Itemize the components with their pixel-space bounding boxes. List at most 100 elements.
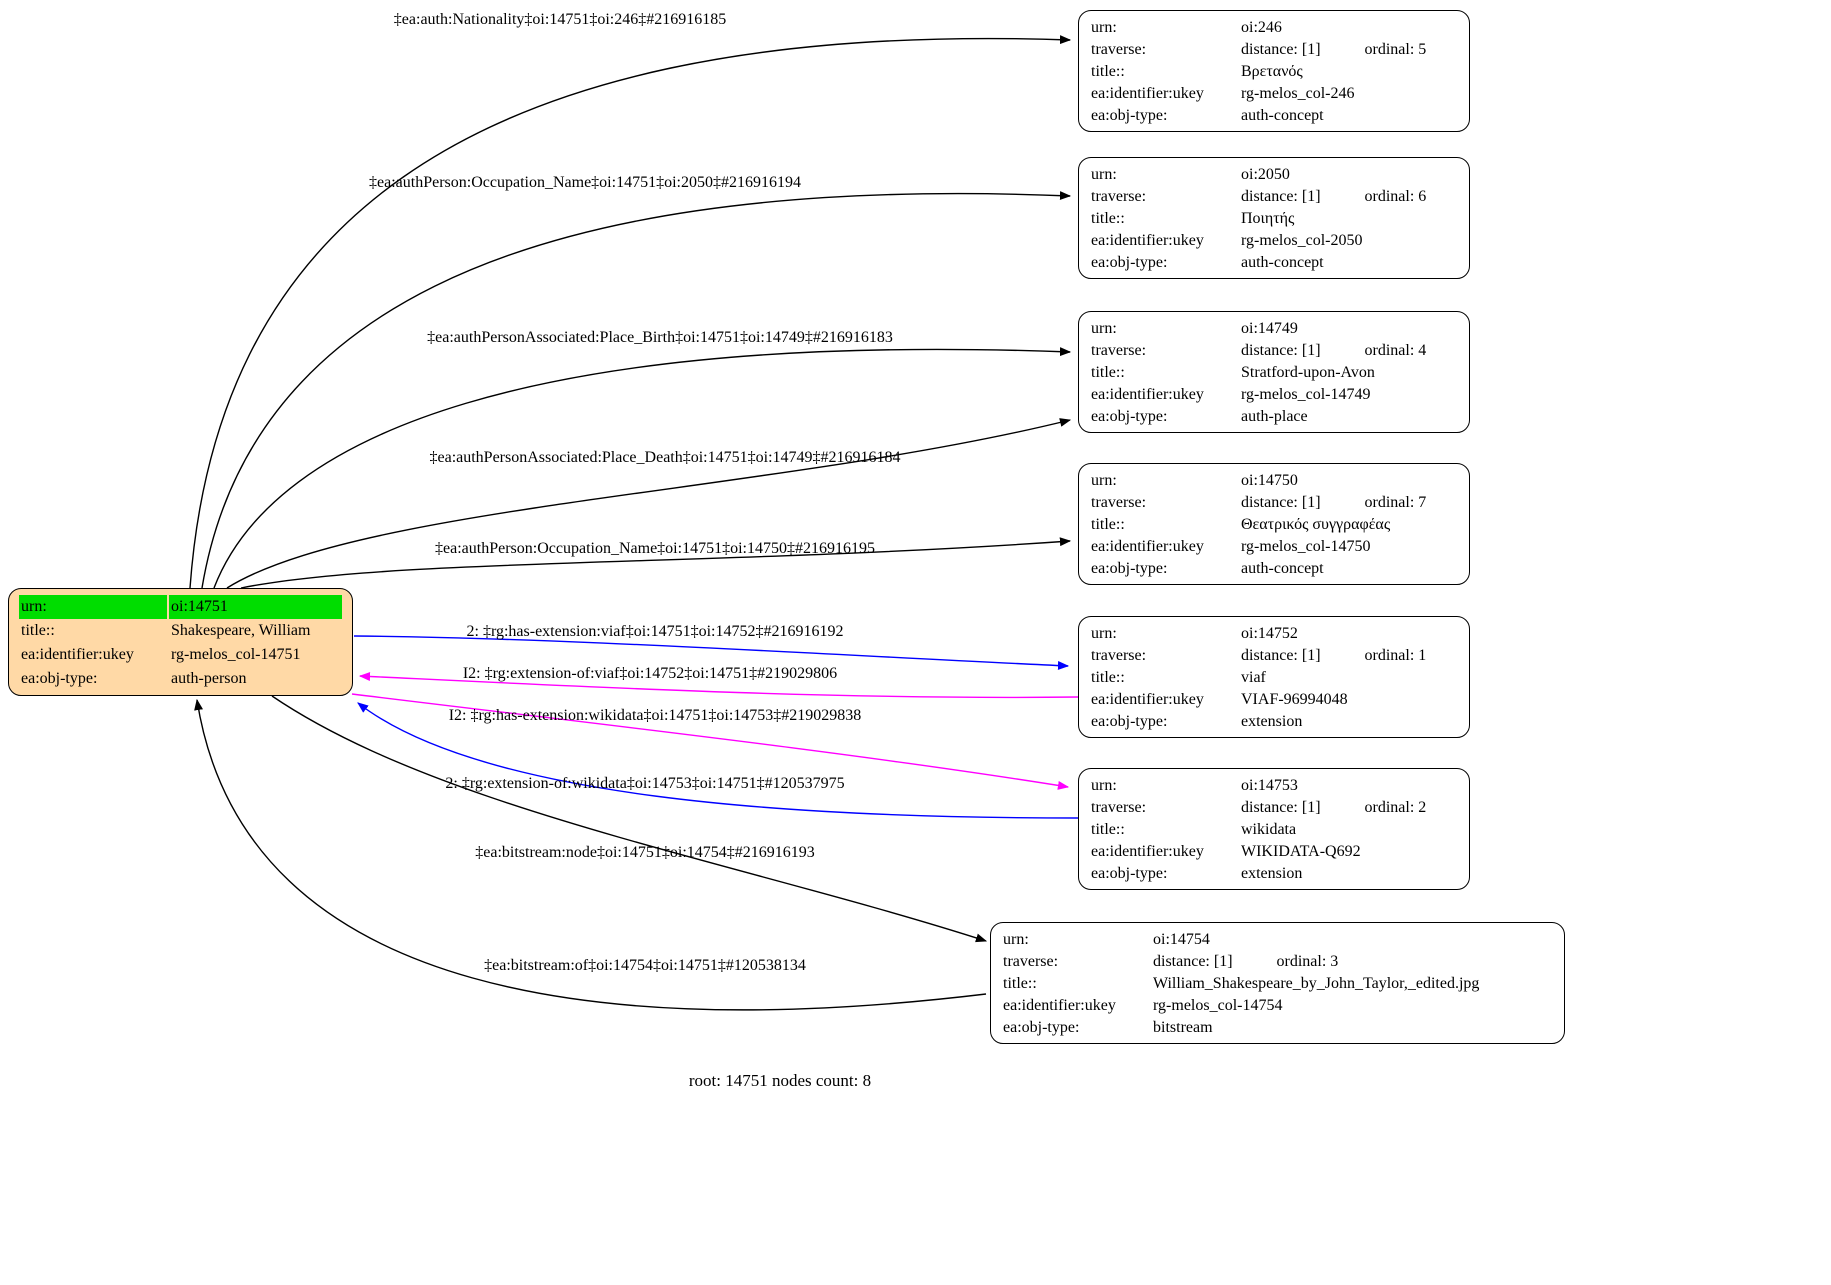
node-oi-14753[interactable]: urn: oi:14753 traverse: distance: [1]ord… (1078, 768, 1470, 890)
edge-bitstream-node (271, 695, 988, 943)
node-row-objtype: ea:obj-type: auth-concept (1091, 252, 1457, 274)
field-value-identifier: rg-melos_col-14751 (171, 646, 301, 663)
field-key-title: title:: (1091, 821, 1125, 838)
field-key-objtype: ea:obj-type: (1091, 408, 1168, 425)
field-value-traverse: distance: [1]ordinal: 7 (1241, 492, 1457, 514)
field-value-objtype: extension (1241, 713, 1303, 730)
ordinal-value: ordinal: 5 (1364, 41, 1427, 58)
field-key-urn: urn: (1091, 472, 1117, 489)
edge-label-has-extension-wikidata: I2: ‡rg:has-extension:wikidata‡oi:14751‡… (448, 707, 862, 724)
distance-value: distance: [1] (1241, 188, 1321, 205)
node-row-title: title:: wikidata (1091, 819, 1457, 841)
node-row-title: title:: Βρετανός (1091, 61, 1457, 83)
field-key-traverse: traverse: (1091, 188, 1147, 205)
node-oi-14749[interactable]: urn: oi:14749 traverse: distance: [1]ord… (1078, 311, 1470, 433)
node-row-objtype: ea:obj-type: auth-place (1091, 406, 1457, 428)
node-row-traverse: traverse: distance: [1]ordinal: 4 (1091, 340, 1457, 362)
field-key-title: title:: (21, 622, 55, 639)
field-value-identifier: rg-melos_col-246 (1241, 85, 1355, 102)
field-key-objtype: ea:obj-type: (21, 670, 98, 687)
field-value-traverse: distance: [1]ordinal: 2 (1241, 797, 1457, 819)
field-value-urn: oi:14751 (169, 595, 342, 619)
field-key-title: title:: (1003, 975, 1037, 992)
field-key-traverse: traverse: (1091, 647, 1147, 664)
node-row-traverse: traverse: distance: [1]ordinal: 1 (1091, 645, 1457, 667)
field-value-objtype: auth-concept (1241, 254, 1324, 271)
distance-value: distance: [1] (1241, 494, 1321, 511)
field-value-objtype: auth-concept (1241, 107, 1324, 124)
node-row-traverse: traverse: distance: [1]ordinal: 6 (1091, 186, 1457, 208)
field-key-urn: urn: (19, 595, 167, 619)
field-key-title: title:: (1091, 364, 1125, 381)
field-value-title: Θεατρικός συγγραφέας (1241, 516, 1391, 533)
ordinal-value: ordinal: 1 (1364, 647, 1427, 664)
node-row-objtype: ea:obj-type: auth-person (19, 667, 342, 691)
field-key-identifier: ea:identifier:ukey (1091, 691, 1204, 708)
node-oi-246[interactable]: urn: oi:246 traverse: distance: [1]ordin… (1078, 10, 1470, 132)
node-row-identifier: ea:identifier:ukey WIKIDATA-Q692 (1091, 841, 1457, 863)
edge-has-extension-wikidata (351, 693, 1070, 790)
node-row-objtype: ea:obj-type: auth-concept (1091, 105, 1457, 127)
edge-has-extension-viaf (353, 635, 1070, 671)
root-node-oi-14751[interactable]: urn: oi:14751 title:: Shakespeare, Willi… (8, 588, 353, 696)
edge-label-occupation-14750: ‡ea:authPerson:Occupation_Name‡oi:14751‡… (435, 540, 875, 557)
node-row-urn: urn: oi:14750 (1091, 470, 1457, 492)
edge-label-has-extension-viaf: 2: ‡rg:has-extension:viaf‡oi:14751‡oi:14… (466, 623, 844, 640)
node-oi-2050[interactable]: urn: oi:2050 traverse: distance: [1]ordi… (1078, 157, 1470, 279)
edge-occupation-14750 (240, 537, 1072, 589)
field-value-title: viaf (1241, 669, 1266, 686)
edge-label-bitstream-node: ‡ea:bitstream:node‡oi:14751‡oi:14754‡#21… (475, 844, 815, 861)
node-row-objtype: ea:obj-type: extension (1091, 711, 1457, 733)
node-oi-14750[interactable]: urn: oi:14750 traverse: distance: [1]ord… (1078, 463, 1470, 585)
field-key-urn: urn: (1091, 625, 1117, 642)
node-row-identifier: ea:identifier:ukey rg-melos_col-14751 (19, 643, 342, 667)
node-row-urn: urn: oi:14751 (19, 595, 342, 619)
edge-bitstream-of (194, 698, 987, 1011)
field-value-identifier: rg-melos_col-2050 (1241, 232, 1363, 249)
node-row-urn: urn: oi:14754 (1003, 929, 1552, 951)
field-key-traverse: traverse: (1091, 41, 1147, 58)
field-key-objtype: ea:obj-type: (1091, 107, 1168, 124)
edge-label-place-birth: ‡ea:authPersonAssociated:Place_Birth‡oi:… (427, 329, 893, 346)
edge-occupation-2050 (201, 191, 1072, 589)
node-row-urn: urn: oi:14752 (1091, 623, 1457, 645)
field-key-objtype: ea:obj-type: (1091, 865, 1168, 882)
field-value-title: wikidata (1241, 821, 1297, 838)
field-value-urn: oi:14753 (1241, 777, 1298, 794)
field-key-identifier: ea:identifier:ukey (1091, 386, 1204, 403)
node-row-urn: urn: oi:14749 (1091, 318, 1457, 340)
node-row-traverse: traverse: distance: [1]ordinal: 3 (1003, 951, 1552, 973)
field-value-urn: oi:14749 (1241, 320, 1298, 337)
node-row-identifier: ea:identifier:ukey rg-melos_col-246 (1091, 83, 1457, 105)
field-value-title: Ποιητής (1241, 210, 1295, 227)
node-oi-14752[interactable]: urn: oi:14752 traverse: distance: [1]ord… (1078, 616, 1470, 738)
field-value-identifier: rg-melos_col-14749 (1241, 386, 1371, 403)
field-key-title: title:: (1091, 210, 1125, 227)
field-key-identifier: ea:identifier:ukey (21, 646, 134, 663)
field-key-traverse: traverse: (1091, 799, 1147, 816)
field-key-urn: urn: (1091, 19, 1117, 36)
node-row-traverse: traverse: distance: [1]ordinal: 5 (1091, 39, 1457, 61)
edge-label-place-death: ‡ea:authPersonAssociated:Place_Death‡oi:… (429, 449, 901, 466)
ordinal-value: ordinal: 4 (1364, 342, 1427, 359)
distance-value: distance: [1] (1153, 953, 1233, 970)
field-value-objtype: extension (1241, 865, 1303, 882)
field-key-objtype: ea:obj-type: (1091, 713, 1168, 730)
node-row-urn: urn: oi:14753 (1091, 775, 1457, 797)
edge-label-extension-of-wikidata: 2: ‡rg:extension-of:wikidata‡oi:14753‡oi… (445, 775, 845, 792)
field-key-objtype: ea:obj-type: (1091, 560, 1168, 577)
edge-place-death (226, 418, 1072, 589)
field-key-urn: urn: (1003, 931, 1029, 948)
node-oi-14754[interactable]: urn: oi:14754 traverse: distance: [1]ord… (990, 922, 1565, 1044)
field-value-title: Βρετανός (1241, 63, 1303, 80)
edge-label-occupation-2050: ‡ea:authPerson:Occupation_Name‡oi:14751‡… (369, 174, 801, 191)
field-key-identifier: ea:identifier:ukey (1091, 538, 1204, 555)
node-row-traverse: traverse: distance: [1]ordinal: 2 (1091, 797, 1457, 819)
node-row-title: title:: viaf (1091, 667, 1457, 689)
field-value-traverse: distance: [1]ordinal: 6 (1241, 186, 1457, 208)
field-value-urn: oi:14754 (1153, 931, 1210, 948)
field-value-traverse: distance: [1]ordinal: 4 (1241, 340, 1457, 362)
distance-value: distance: [1] (1241, 799, 1321, 816)
graph-caption: root: 14751 nodes count: 8 (688, 1071, 872, 1090)
field-value-urn: oi:14750 (1241, 472, 1298, 489)
